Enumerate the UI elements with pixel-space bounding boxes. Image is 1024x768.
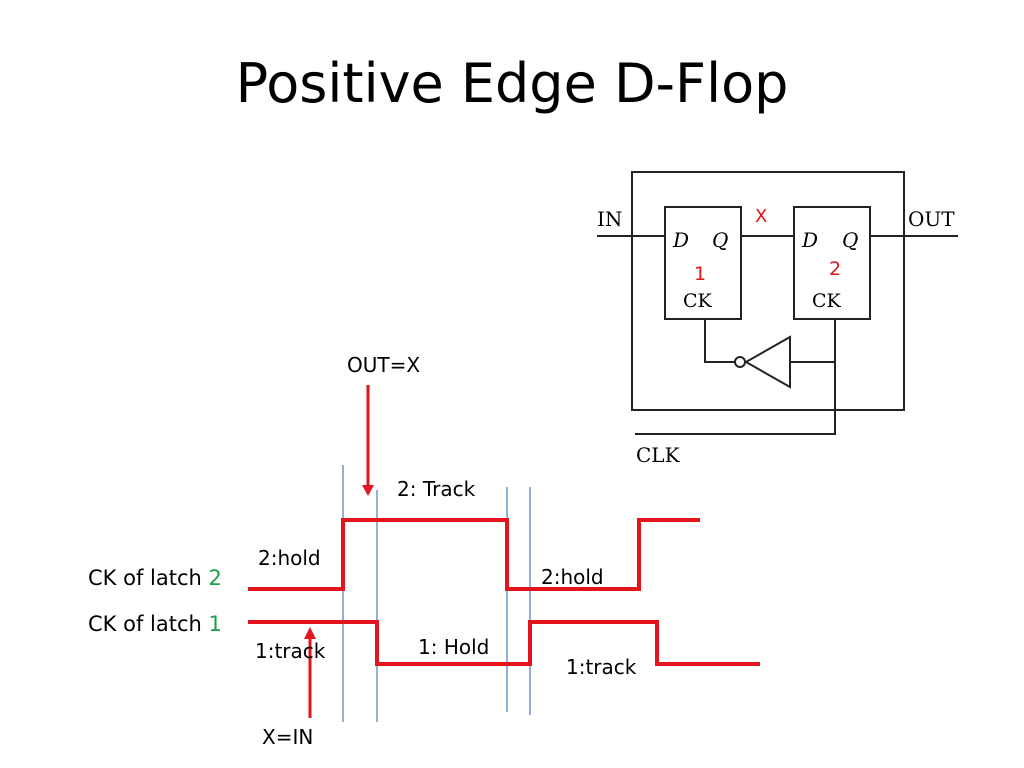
latch2-row-prefix: CK of latch: [88, 566, 209, 590]
edge-marker-lines: [342, 465, 531, 722]
latch2-d-label: D: [801, 228, 818, 252]
latch1-clock-waveform: [248, 620, 760, 666]
latch1-row-number: 1: [209, 612, 222, 636]
phase-label-l2-hold-2: 2:hold: [541, 565, 604, 589]
latch1-number: 1: [694, 263, 706, 285]
circuit-labels: IN OUT CLK X D Q CK 1 D Q CK 2: [597, 206, 955, 467]
latch-2-box: [793, 206, 871, 320]
latch1-ck-label: CK: [683, 290, 713, 312]
out-arrow-head: [362, 485, 374, 496]
latch2-row-number: 2: [209, 566, 222, 590]
in-label: IN: [597, 207, 622, 231]
flipflop-enclosure: [631, 171, 905, 411]
slide-title: Positive Edge D-Flop: [235, 52, 789, 115]
clock-wire: [635, 319, 836, 435]
out-label: OUT: [908, 207, 955, 231]
phase-label-l1-hold: 1: Hold: [418, 635, 489, 659]
in-arrow-head: [304, 627, 316, 639]
latch2-q-label: Q: [842, 228, 858, 252]
phase-label-l1-track-2: 1:track: [566, 655, 637, 679]
latch1-clock-wire: [704, 319, 735, 363]
latch1-d-label: D: [672, 228, 689, 252]
inverter-triangle: [743, 335, 791, 389]
timing-diagram: OUT=X X=IN CK of latch 2 CK of latch 1 2…: [88, 353, 760, 749]
out-arrow-label: OUT=X: [347, 353, 420, 377]
phase-label-l1-track-1: 1:track: [255, 639, 326, 663]
latch2-row-label: CK of latch 2: [88, 566, 222, 590]
inverter-bubble: [734, 356, 746, 368]
circuit-schematic: [597, 171, 958, 435]
out-arrow: [362, 385, 374, 496]
phase-label-l2-track: 2: Track: [397, 477, 476, 501]
latch2-ck-label: CK: [812, 290, 842, 312]
latch2-clock-waveform: [248, 518, 700, 591]
latch2-number: 2: [829, 258, 841, 280]
node-x-label: X: [755, 206, 767, 227]
latch-1-box: [664, 206, 742, 320]
latch1-row-label: CK of latch 1: [88, 612, 222, 636]
latch1-row-prefix: CK of latch: [88, 612, 209, 636]
in-arrow: [304, 627, 316, 718]
latch1-q-label: Q: [712, 228, 728, 252]
clk-label: CLK: [636, 443, 681, 467]
phase-label-l2-hold-1: 2:hold: [258, 546, 321, 570]
in-arrow-label: X=IN: [262, 725, 313, 749]
